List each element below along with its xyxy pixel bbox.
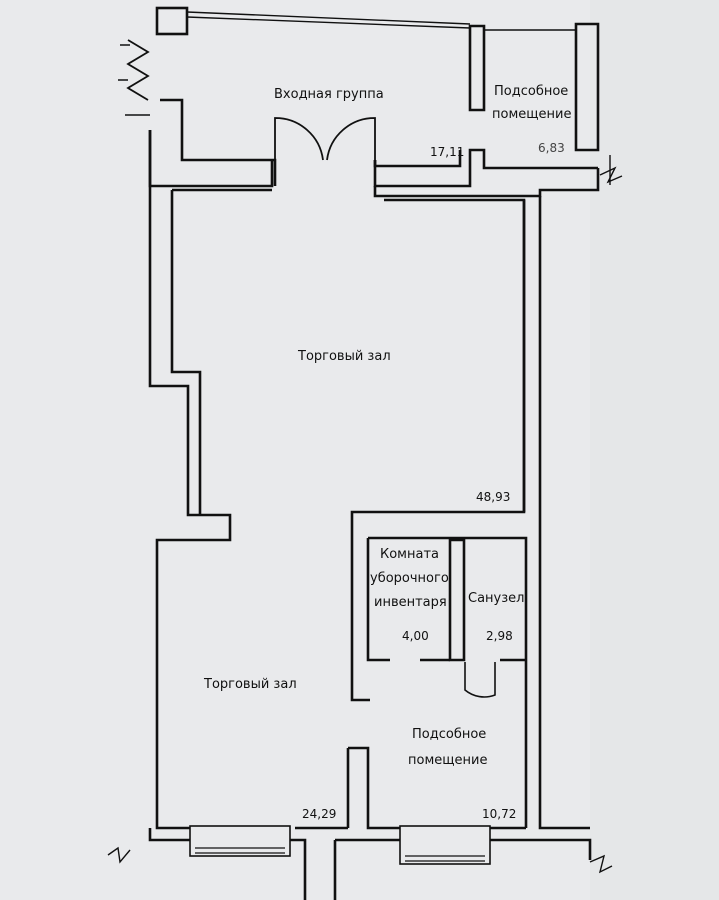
bathroom-area: 2,98	[486, 629, 513, 643]
pillar-top-mid	[468, 24, 486, 112]
top-window	[186, 11, 471, 29]
cleaning-room-name-3: инвентаря	[374, 595, 447, 610]
utility-bottom-name-2: помещение	[408, 753, 487, 768]
break-mark-bottom-left	[107, 846, 131, 864]
sales-hall-main-name: Торговый зал	[297, 349, 391, 364]
break-mark-bottom-right	[589, 854, 613, 874]
cleaning-room-name-1: Комната	[380, 547, 439, 562]
entrance-left-wall	[160, 98, 277, 186]
paper-shadow	[590, 0, 719, 900]
window-bottom-right	[399, 825, 491, 865]
bathroom-door	[464, 662, 496, 698]
west-wall-outer	[148, 130, 232, 830]
break-mark-top-right	[599, 166, 623, 184]
pillar-top-right	[574, 22, 600, 152]
sales-hall-lower-name: Торговый зал	[203, 677, 297, 692]
entrance-door-left	[274, 117, 324, 161]
hall-divider	[350, 200, 526, 702]
cleaning-room-name-2: уборочного	[370, 571, 449, 586]
entrance-door-right	[326, 117, 376, 161]
partition	[448, 538, 466, 662]
utility-top-name-2: помещение	[492, 107, 571, 122]
walls	[107, 6, 623, 900]
room-labels: Входная группа 17,11 Подсобное помещение…	[203, 84, 571, 821]
folding-door-top-left	[126, 39, 150, 101]
service-block	[368, 536, 528, 828]
utility-bottom-area: 10,72	[482, 807, 516, 821]
sales-hall-lower-area: 24,29	[302, 807, 336, 821]
utility-bottom-name-1: Подсобное	[412, 727, 486, 742]
east-wall-outer	[538, 196, 590, 830]
west-wall-inner	[170, 190, 202, 515]
sales-hall-main-area: 48,93	[476, 490, 510, 504]
entrance-name: Входная группа	[274, 87, 384, 102]
utility-top-area: 6,83	[538, 141, 565, 155]
utility-top-name-1: Подсобное	[494, 84, 568, 99]
entrance-area: 17,11	[430, 145, 464, 159]
bathroom-name: Санузел	[468, 591, 524, 606]
lower-divider	[348, 746, 400, 830]
cleaning-room-area: 4,00	[402, 629, 429, 643]
pillar-top-left	[155, 6, 189, 36]
window-bottom-left	[189, 825, 291, 857]
